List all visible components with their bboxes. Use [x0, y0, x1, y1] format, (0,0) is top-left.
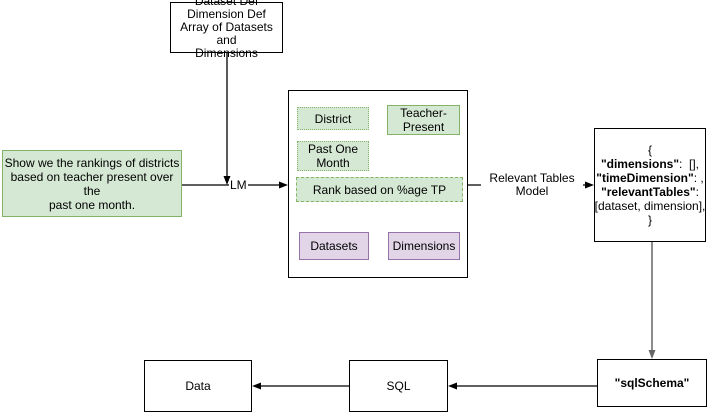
edge-label-relevant-tables-model: Relevant Tables Model	[481, 172, 583, 198]
node-data: Data	[144, 360, 252, 412]
arrow-sqlschema-to-sql	[448, 382, 597, 390]
arrow-json-to-sqlschema	[648, 242, 656, 359]
node-district: District	[297, 107, 369, 130]
node-label: SQL	[386, 379, 411, 393]
node-sqlschema: "sqlSchema"	[597, 359, 707, 407]
node-label: Data	[185, 379, 211, 393]
json-line: {	[647, 143, 652, 157]
node-rank-tp: Rank based on %age TP	[296, 177, 463, 202]
query-line: Show we the rankings of districts	[4, 155, 180, 170]
node-past-one-month: Past One Month	[297, 141, 369, 171]
node-teacher-present: Teacher-Present	[387, 105, 460, 135]
json-line: "dimensions": [],	[600, 157, 700, 171]
arrow-sql-to-data	[252, 382, 349, 390]
node-dimensions: Dimensions	[388, 232, 460, 260]
edge-label-line: Relevant Tables	[489, 171, 575, 185]
node-user-query: Show we the rankings of districts based …	[2, 150, 182, 217]
json-line: "timeDimension": ,	[596, 171, 704, 185]
json-line: [dataset, dimension],	[594, 199, 706, 213]
node-label: Rank based on %age TP	[312, 182, 447, 197]
query-line: based on teacher present over the	[10, 169, 174, 198]
node-label: District	[314, 111, 352, 126]
node-label-line: Array of Datasets and	[180, 20, 273, 47]
arrow-topbox-to-junction	[223, 53, 231, 185]
node-dataset-dimension-def: Dataset Def Dimension Def Array of Datas…	[170, 0, 283, 60]
node-label: Datasets	[310, 239, 358, 253]
node-label: Dimensions	[392, 239, 456, 253]
edge-label-line: Model	[515, 184, 549, 198]
node-label-line: Dimensions	[195, 46, 258, 60]
json-line: "relevantTables":	[601, 185, 699, 199]
node-label-line: Dataset Def	[194, 0, 259, 8]
node-label-line: Dimension Def	[187, 7, 266, 21]
node-json-schema: { "dimensions": [], "timeDimension": , "…	[594, 128, 706, 242]
node-label: Past One Month	[307, 142, 359, 170]
node-label: Teacher-Present	[400, 106, 447, 134]
query-line: past one month.	[48, 197, 136, 212]
node-label: "sqlSchema"	[614, 376, 690, 390]
node-sql: SQL	[349, 360, 448, 412]
json-line: }	[647, 213, 652, 227]
edge-label-lm: LM	[229, 178, 248, 192]
node-datasets: Datasets	[299, 232, 369, 260]
